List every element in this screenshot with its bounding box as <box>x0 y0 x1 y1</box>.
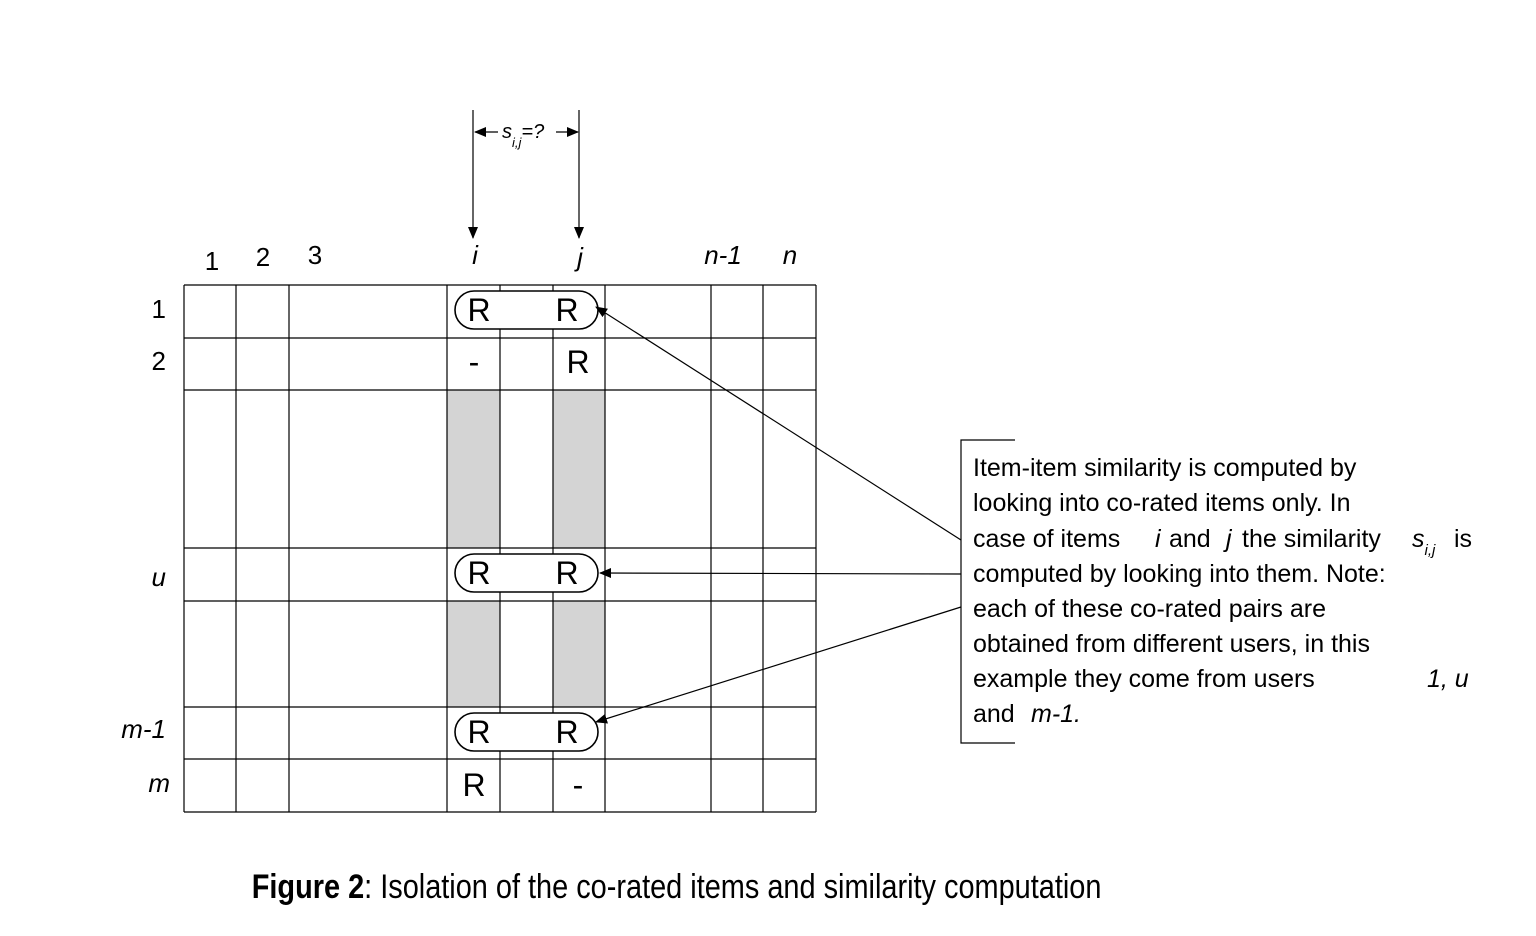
cell-rm1-i: R <box>467 714 490 750</box>
note-bracket <box>960 439 1015 744</box>
figure-label: Figure 2 <box>251 868 365 906</box>
rating-matrix-grid <box>183 284 817 813</box>
note-line: computed by looking into them. Note: <box>973 560 1386 588</box>
column-header: 2 <box>256 242 270 272</box>
cell-r1-j: R <box>555 292 578 328</box>
column-header: 1 <box>205 246 219 276</box>
shade-j-lower <box>553 601 605 707</box>
column-header: i <box>472 240 479 270</box>
cell-r2-j: R <box>566 344 589 380</box>
co-rated-pair-user-m-1 <box>454 712 599 752</box>
co-rated-pair-user-u <box>454 553 599 593</box>
shade-j-upper <box>553 390 605 548</box>
row-headers: 1 2 u m-1 m <box>121 294 170 798</box>
row-header: 1 <box>152 294 166 324</box>
column-header: 3 <box>308 240 322 270</box>
arrow-to-user-1 <box>595 306 962 541</box>
similarity-bracket <box>468 110 584 239</box>
row-header: 2 <box>152 346 166 376</box>
row-header: u <box>152 562 166 592</box>
cell-rm-i: R <box>462 767 485 803</box>
shade-i-upper <box>447 390 500 548</box>
cell-ru-j: R <box>555 555 578 591</box>
row-header: m <box>148 768 170 798</box>
column-headers: 1 2 3 i j n-1 n <box>205 240 797 276</box>
note-line: obtained from different users, in this <box>973 630 1370 658</box>
similarity-label: si,j=? <box>502 121 545 150</box>
arrow-to-user-m-1 <box>595 606 962 724</box>
shade-i-lower <box>447 601 500 707</box>
column-header: j <box>574 242 584 272</box>
cell-r1-i: R <box>467 292 490 328</box>
column-header: n <box>783 240 797 270</box>
figure-caption: Figure 2: Isolation of the co-rated item… <box>0 868 1353 907</box>
cell-rm1-j: R <box>555 714 578 750</box>
cell-values: R R - R R R R R R - <box>462 292 589 803</box>
column-header: n-1 <box>704 240 742 270</box>
cell-ru-i: R <box>467 555 490 591</box>
arrow-to-user-u <box>599 568 962 579</box>
note-line: looking into co-rated items only. In <box>973 489 1351 517</box>
caption-text: : Isolation of the co-rated items and si… <box>364 868 1102 906</box>
row-header: m-1 <box>121 714 166 744</box>
note-line: Item-item similarity is computed by <box>973 454 1357 482</box>
co-rated-pair-ovals <box>454 290 599 752</box>
shaded-regions <box>447 390 605 707</box>
pointer-arrows <box>595 306 962 724</box>
explanation-note: Item-item similarity is computed by look… <box>973 454 1472 728</box>
cell-r2-i: - <box>469 344 480 380</box>
note-line: each of these co-rated pairs are <box>973 595 1326 623</box>
cell-rm-j: - <box>573 767 584 803</box>
